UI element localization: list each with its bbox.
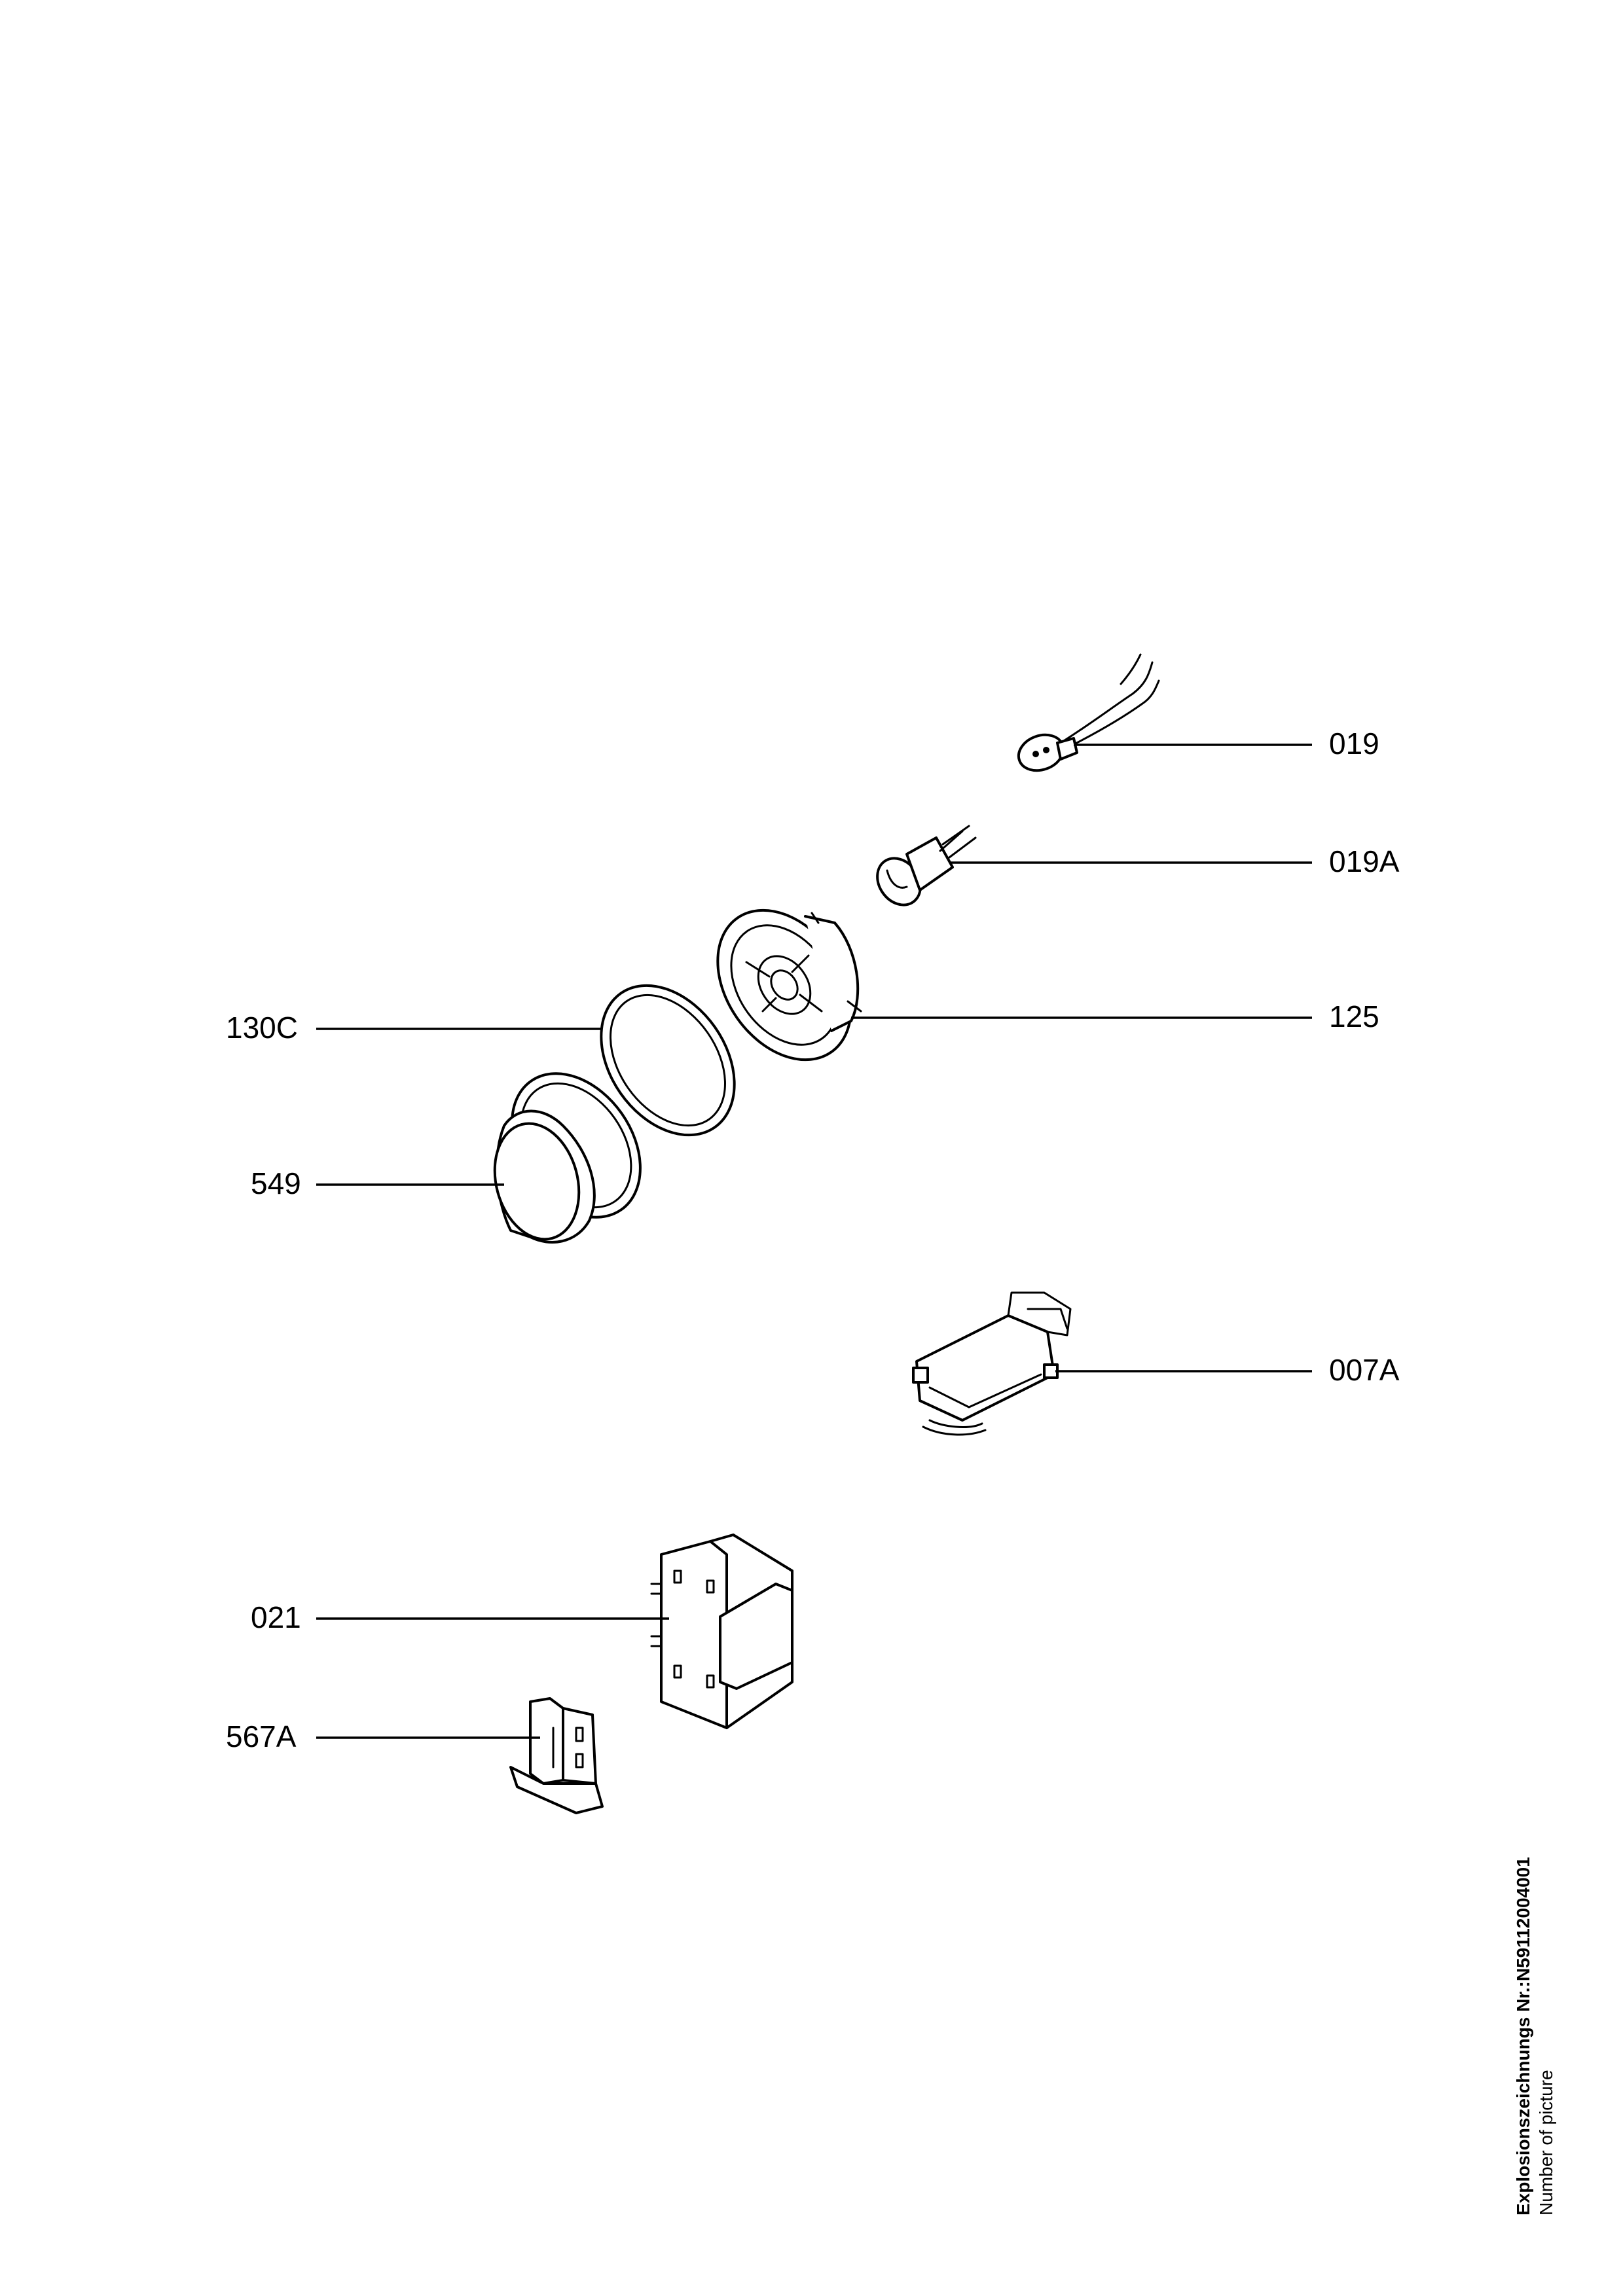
part-125-lamp-housing (716, 908, 862, 1062)
part-019A-bulb (876, 825, 977, 906)
label-567A: 567A (226, 1719, 297, 1753)
drawing-number-note: Explosionszeichnungs Nr.:N59112004001 Nu… (1513, 1857, 1559, 2215)
label-007A: 007A (1329, 1353, 1400, 1387)
label-021: 021 (251, 1600, 301, 1634)
drawing-subtitle: Number of picture (1536, 2070, 1556, 2215)
drawing-number-prefix: Explosionszeichnungs Nr.: (1513, 1981, 1533, 2215)
part-019-lamp-socket (1017, 653, 1160, 772)
part-567A-bracket (509, 1697, 604, 1814)
label-019: 019 (1329, 726, 1379, 761)
part-007A-switch (912, 1291, 1072, 1436)
label-130C: 130C (226, 1011, 298, 1045)
label-549: 549 (251, 1166, 301, 1200)
part-130C-gasket-ring (600, 984, 736, 1137)
part-549-lamp-cover (493, 1072, 642, 1244)
drawing-number: N59112004001 (1513, 1857, 1533, 1982)
label-019A: 019A (1329, 844, 1400, 878)
label-125: 125 (1329, 999, 1379, 1033)
part-021-transformer (650, 1534, 793, 1729)
